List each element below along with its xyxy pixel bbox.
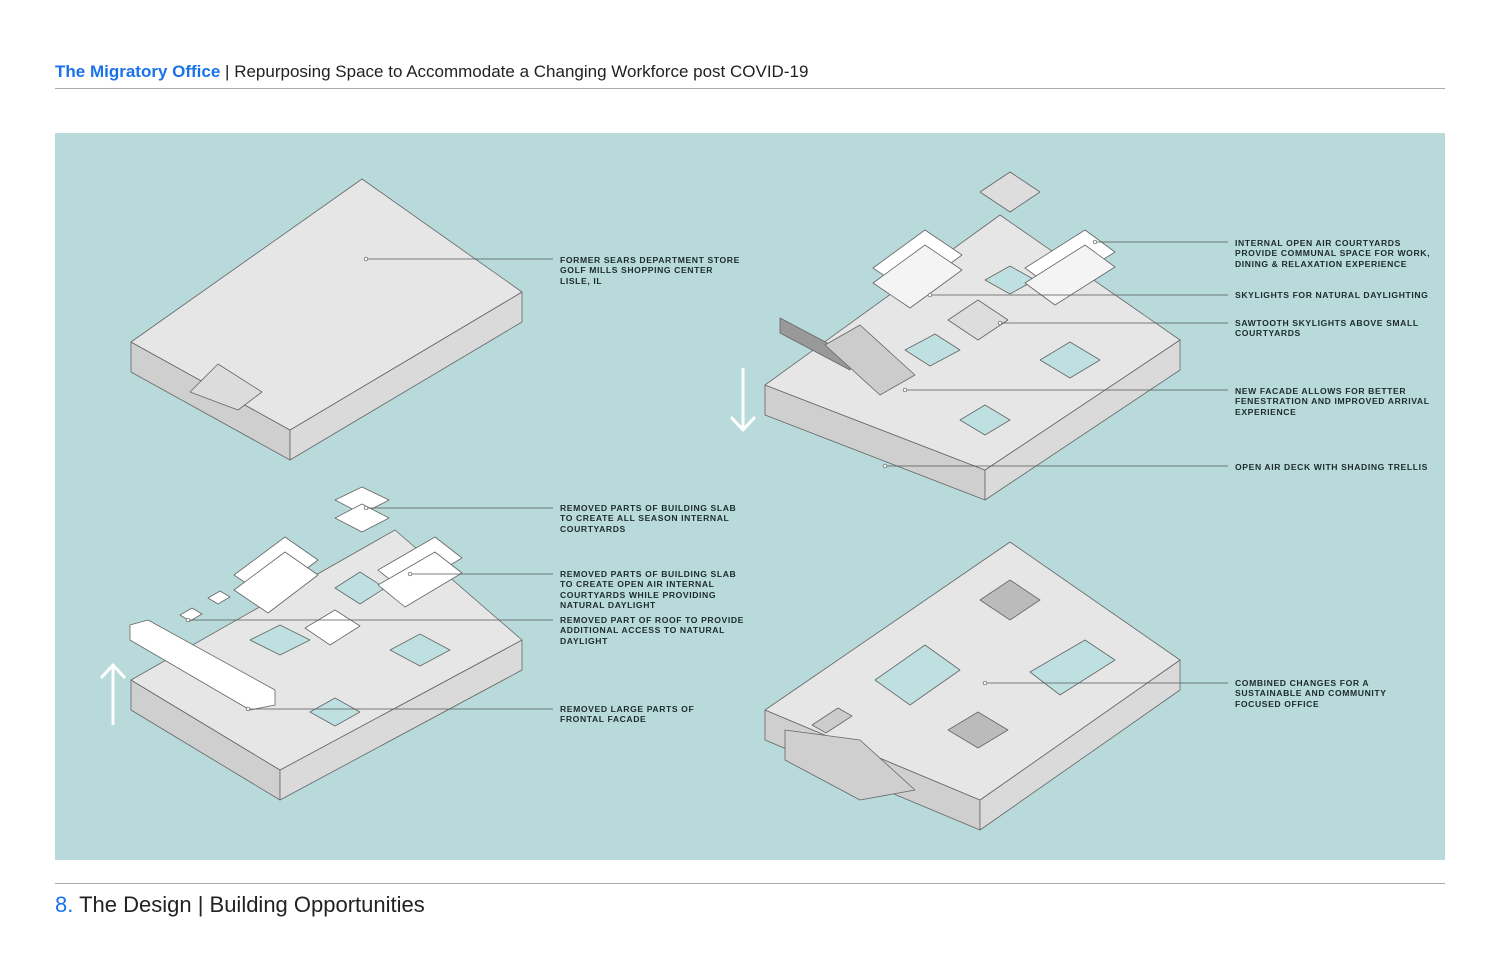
header-rule: [55, 88, 1445, 89]
callout-new-facade: NEW FACADE ALLOWS FOR BETTER FENESTRATIO…: [1235, 386, 1430, 417]
footer-rule: [55, 883, 1445, 884]
callout-skylights: SKYLIGHTS FOR NATURAL DAYLIGHTING: [1235, 290, 1429, 300]
header-subtitle: Repurposing Space to Accommodate a Chang…: [234, 62, 809, 81]
combined-building: [764, 541, 1181, 831]
proposed-exploded-building: [729, 171, 1181, 501]
header-separator: |: [220, 62, 235, 81]
callout-sawtooth: SAWTOOTH SKYLIGHTS ABOVE SMALL COURTYARD…: [1235, 318, 1419, 339]
callout-slab-internal: REMOVED PARTS OF BUILDING SLAB TO CREATE…: [560, 503, 737, 534]
callout-combined: COMBINED CHANGES FOR A SUSTAINABLE AND C…: [1235, 678, 1387, 709]
page-footer: 8. The Design | Building Opportunities: [55, 892, 425, 918]
existing-building: [130, 178, 523, 461]
page-header: The Migratory Office | Repurposing Space…: [55, 62, 808, 82]
callout-roof: REMOVED PART OF ROOF TO PROVIDE ADDITION…: [560, 615, 744, 646]
callout-deck: OPEN AIR DECK WITH SHADING TRELLIS: [1235, 462, 1428, 472]
page-number: 8.: [55, 892, 74, 917]
callout-leaders: [185, 239, 1228, 712]
section-title: The Design | Building Opportunities: [73, 892, 425, 917]
callout-existing: FORMER SEARS DEPARTMENT STORE GOLF MILLS…: [560, 255, 740, 286]
brand-title: The Migratory Office: [55, 62, 221, 81]
callout-facade-removed: REMOVED LARGE PARTS OF FRONTAL FACADE: [560, 704, 695, 725]
callout-slab-open: REMOVED PARTS OF BUILDING SLAB TO CREATE…: [560, 569, 737, 610]
removal-building: [99, 486, 523, 801]
callout-courtyards: INTERNAL OPEN AIR COURTYARDS PROVIDE COM…: [1235, 238, 1431, 269]
